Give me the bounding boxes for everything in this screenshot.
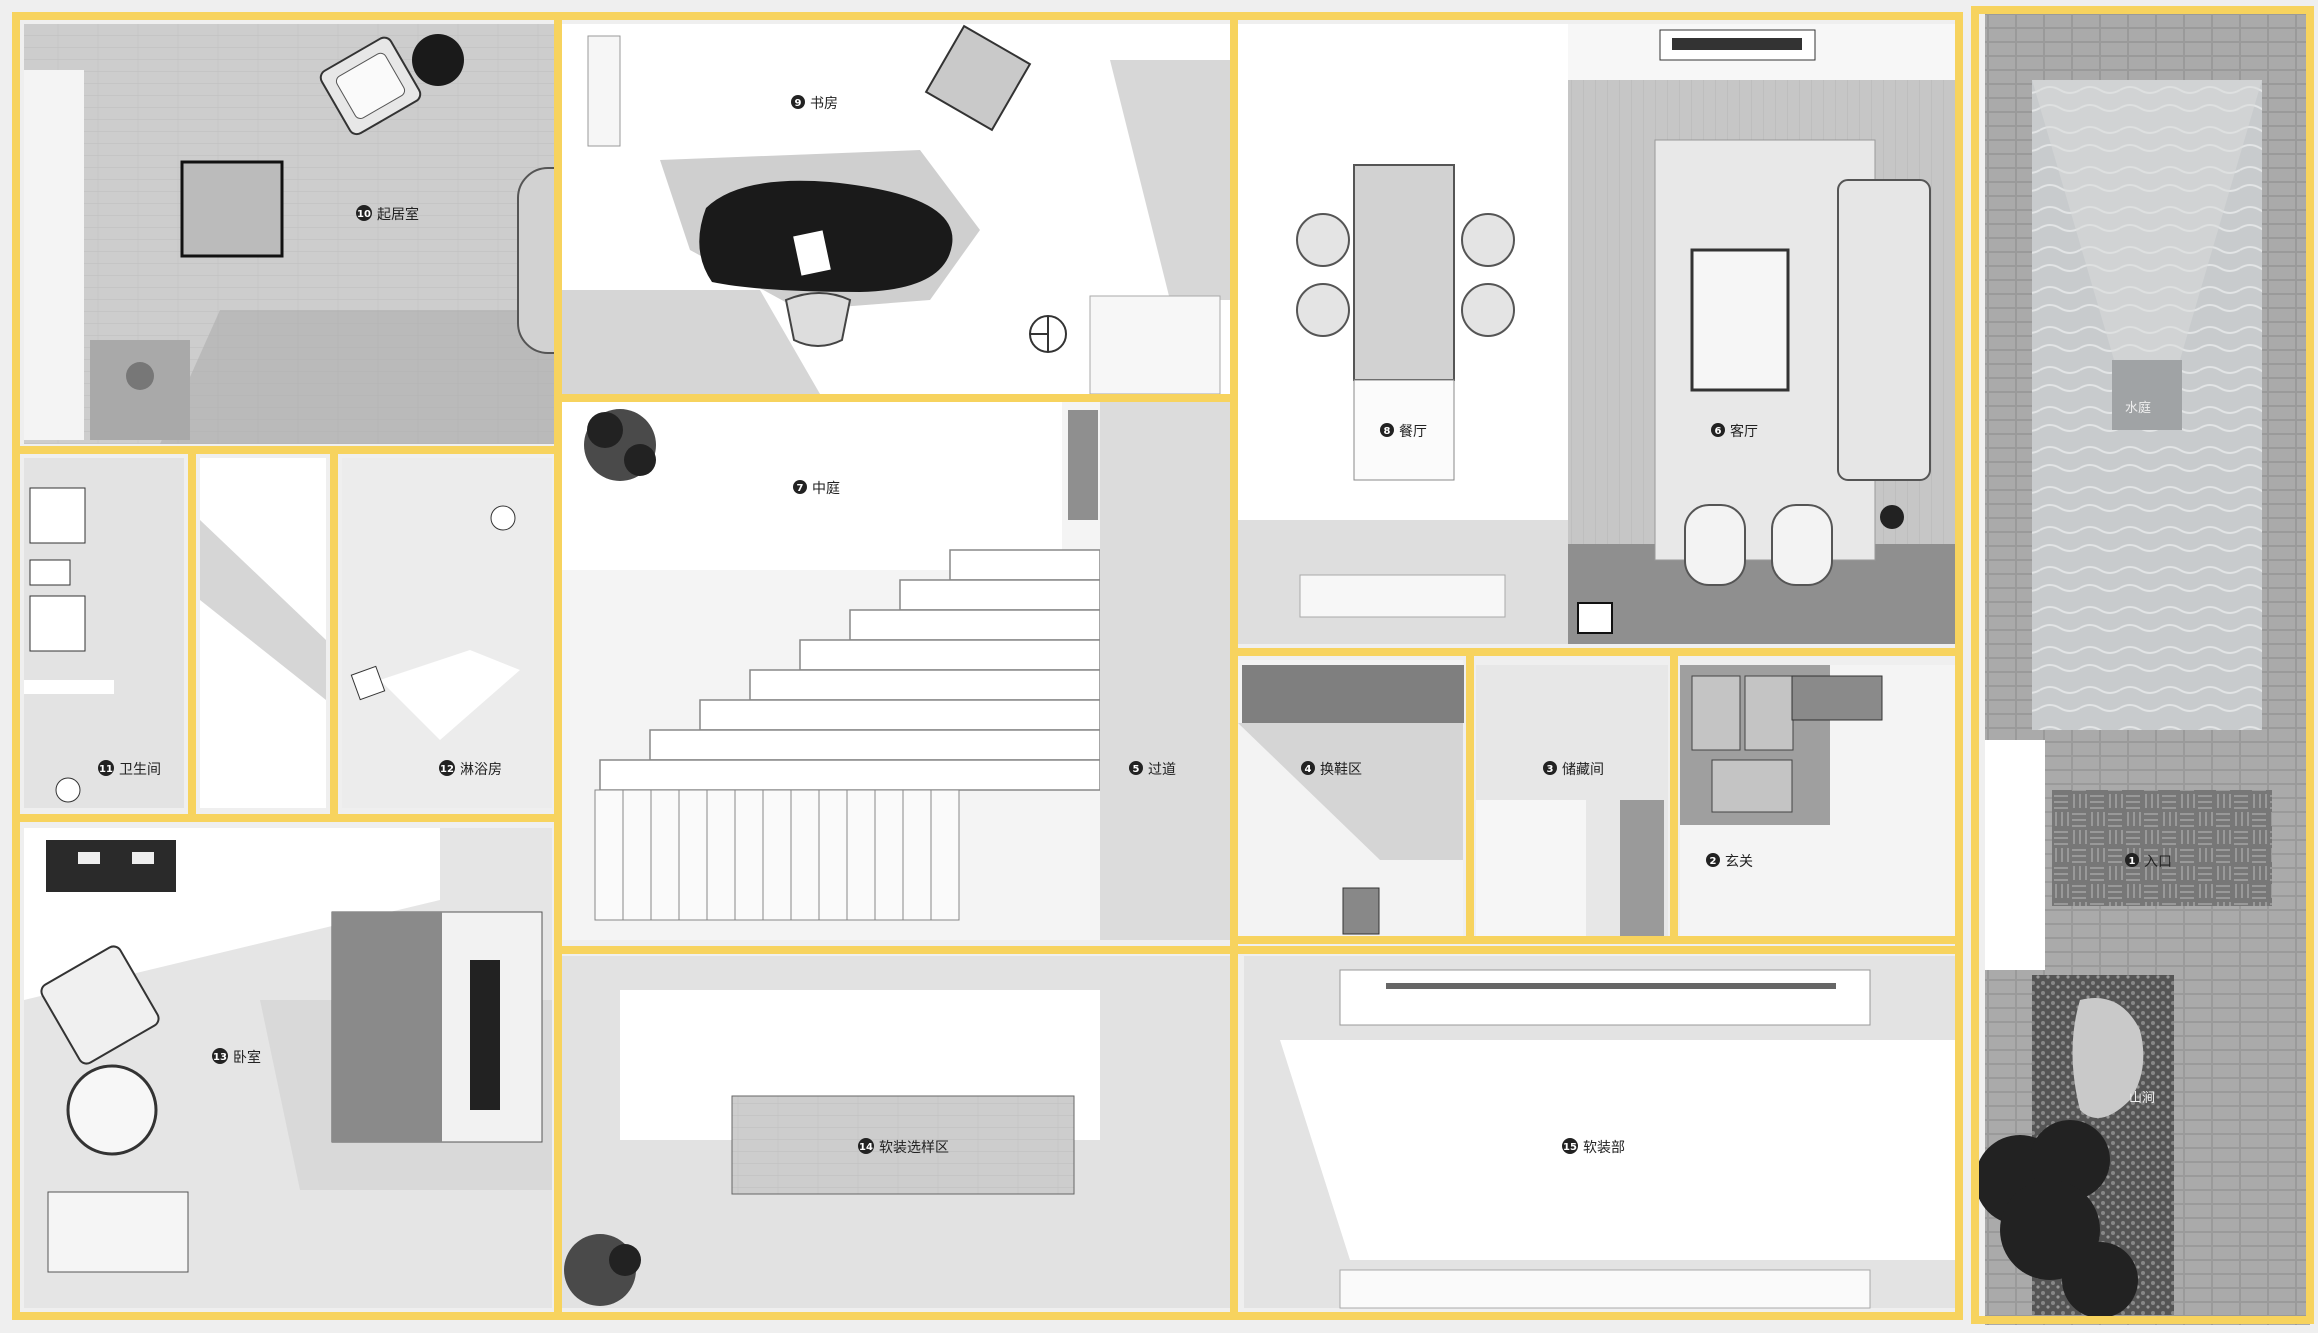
room-label-8: 8 餐厅 bbox=[1380, 423, 1427, 440]
svg-text:储藏间: 储藏间 bbox=[1562, 762, 1604, 778]
svg-text:入口: 入口 bbox=[2144, 854, 2172, 870]
svg-text:软装部: 软装部 bbox=[1583, 1140, 1625, 1156]
water-court-label: 水庭 bbox=[2125, 400, 2151, 416]
svg-text:书房: 书房 bbox=[810, 96, 838, 112]
plant-pot bbox=[126, 362, 154, 390]
study-chair bbox=[784, 292, 852, 347]
room-4-floor bbox=[1238, 660, 1464, 940]
svg-text:中庭: 中庭 bbox=[812, 480, 840, 497]
room-label-4: 4 换鞋区 bbox=[1301, 761, 1362, 778]
dining-table bbox=[1353, 164, 1455, 381]
round-side-table bbox=[66, 1064, 158, 1156]
svg-text:5: 5 bbox=[1133, 764, 1140, 775]
svg-text:过道: 过道 bbox=[1148, 762, 1176, 778]
room-label-13: 13 卧室 bbox=[212, 1048, 261, 1066]
svg-text:9: 9 bbox=[795, 98, 802, 109]
svg-text:卫生间: 卫生间 bbox=[119, 762, 161, 778]
document bbox=[793, 230, 831, 276]
tv-console-drawer bbox=[78, 852, 100, 864]
room-label-6: 6 客厅 bbox=[1711, 423, 1758, 440]
room-label-3: 3 储藏间 bbox=[1543, 761, 1604, 778]
svg-text:4: 4 bbox=[1305, 764, 1312, 775]
svg-text:3: 3 bbox=[1547, 764, 1554, 775]
study-stool bbox=[1029, 315, 1067, 353]
svg-text:起居室: 起居室 bbox=[377, 206, 419, 223]
room-8-floor bbox=[1238, 24, 1568, 644]
corridor-5-floor bbox=[1100, 400, 1230, 940]
bedroom-desk bbox=[47, 1191, 189, 1273]
bed bbox=[331, 911, 543, 1143]
dining-chairs bbox=[1296, 213, 1515, 337]
tv-console bbox=[46, 840, 176, 892]
svg-text:玄关: 玄关 bbox=[1725, 853, 1753, 870]
svg-text:10: 10 bbox=[357, 209, 371, 220]
sofa bbox=[1837, 179, 1931, 481]
svg-text:8: 8 bbox=[1384, 426, 1391, 437]
speaker bbox=[1577, 602, 1613, 634]
dining-bench bbox=[1353, 379, 1455, 481]
round-stool bbox=[412, 34, 464, 86]
svg-text:14: 14 bbox=[859, 1142, 873, 1153]
sample-table bbox=[731, 1095, 1075, 1195]
room-label-2: 2 玄关 bbox=[1706, 853, 1753, 870]
svg-text:7: 7 bbox=[797, 483, 804, 494]
bedroom-armchair bbox=[40, 945, 160, 1065]
side-table bbox=[180, 160, 284, 258]
atrium-plant bbox=[584, 409, 656, 481]
room-15-floor bbox=[1244, 956, 1958, 1309]
armchair-study bbox=[924, 24, 1032, 132]
lounge-chair bbox=[319, 36, 422, 136]
svg-text:13: 13 bbox=[213, 1052, 227, 1063]
floor-lamp-living bbox=[1880, 505, 1904, 529]
room-10-floor bbox=[24, 24, 554, 444]
svg-text:客厅: 客厅 bbox=[1730, 423, 1758, 440]
room-labels: 1 入口 2 玄关 3 储藏间 4 换鞋区 5 过道 6 客厅 bbox=[98, 95, 2172, 1156]
svg-text:卧室: 卧室 bbox=[233, 1049, 261, 1066]
tv-console-drawer bbox=[132, 852, 154, 864]
room-label-1: 1 入口 bbox=[2125, 853, 2172, 870]
room-12-floor bbox=[342, 458, 552, 808]
svg-text:6: 6 bbox=[1715, 426, 1722, 437]
room-11-floor bbox=[24, 458, 184, 808]
svg-text:换鞋区: 换鞋区 bbox=[1320, 761, 1362, 778]
svg-text:软装选样区: 软装选样区 bbox=[879, 1140, 949, 1156]
room-label-10: 10 起居室 bbox=[356, 205, 419, 223]
room-label-14: 14 软装选样区 bbox=[858, 1138, 949, 1156]
svg-text:12: 12 bbox=[440, 764, 454, 775]
room-label-5: 5 过道 bbox=[1129, 761, 1176, 778]
svg-text:11: 11 bbox=[99, 764, 113, 775]
corridor-strip-floor bbox=[200, 458, 326, 808]
rock-stream-label: 山涧 bbox=[2129, 1091, 2155, 1106]
svg-text:淋浴房: 淋浴房 bbox=[460, 762, 502, 778]
svg-text:1: 1 bbox=[2129, 856, 2136, 867]
room-label-15: 15 软装部 bbox=[1562, 1138, 1625, 1156]
coffee-table bbox=[1690, 248, 1790, 392]
study-desk bbox=[699, 180, 953, 292]
room-label-9: 9 书房 bbox=[791, 95, 838, 112]
lounge-chairs bbox=[1684, 504, 1833, 586]
svg-text:餐厅: 餐厅 bbox=[1399, 424, 1427, 440]
corner-plant bbox=[564, 1234, 641, 1306]
room-2-floor bbox=[1680, 665, 1958, 940]
room-label-7: 7 中庭 bbox=[793, 480, 840, 497]
stair-treads bbox=[594, 789, 960, 921]
courtyard bbox=[1975, 10, 2310, 1325]
zone-outlines bbox=[12, 6, 2314, 1324]
svg-text:15: 15 bbox=[1563, 1142, 1577, 1153]
staircase bbox=[599, 549, 1101, 791]
room-label-12: 12 淋浴房 bbox=[439, 760, 502, 778]
room-3-floor bbox=[1476, 665, 1668, 940]
room-label-11: 11 卫生间 bbox=[98, 760, 161, 778]
svg-text:2: 2 bbox=[1710, 856, 1717, 867]
